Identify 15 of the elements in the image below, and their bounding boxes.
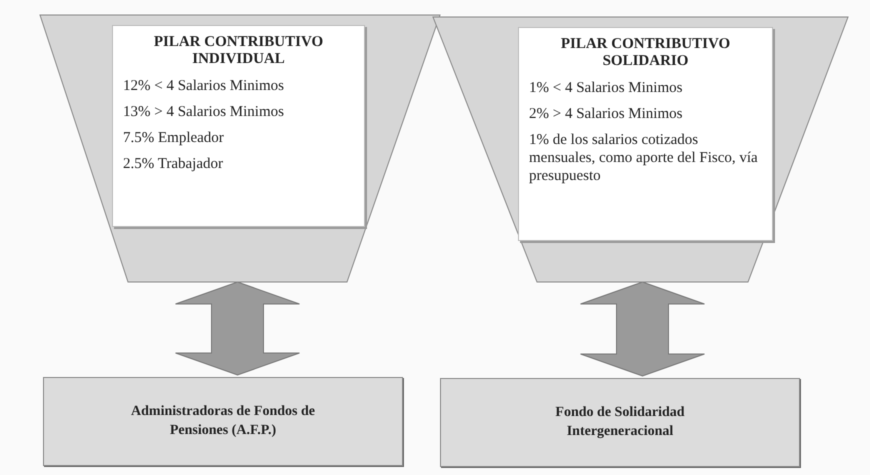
double-arrow: [580, 281, 705, 377]
rate-text: 12% < 4 Salarios Minimos: [123, 76, 285, 94]
rate-text: 2.5% Trabajador: [123, 154, 224, 172]
double-arrow: [175, 281, 300, 376]
fund-box: Administradoras de Fondos de Pensiones (A.F.P.): [43, 377, 403, 466]
rate-text: 2% > 4 Salarios Minimos: [529, 104, 684, 122]
rate-text: 1% < 4 Salarios Minimos: [529, 78, 684, 96]
rate-text: 1% de los salarios cotizados mensuales, como aporte del Fisco, vía presupuesto: [529, 130, 759, 184]
card-heading: PILAR CONTRIBUTIVO INDIVIDUAL: [152, 34, 324, 68]
fund-box: Fondo de Solidaridad Intergeneracional: [440, 378, 800, 467]
card-heading: PILAR CONTRIBUTIVO SOLIDARIO: [560, 36, 732, 70]
rate-text: 13% > 4 Salarios Minimos: [123, 102, 285, 120]
text-card: [518, 27, 773, 241]
text-card: [112, 25, 365, 227]
rate-text: 7.5% Empleador: [123, 128, 225, 146]
